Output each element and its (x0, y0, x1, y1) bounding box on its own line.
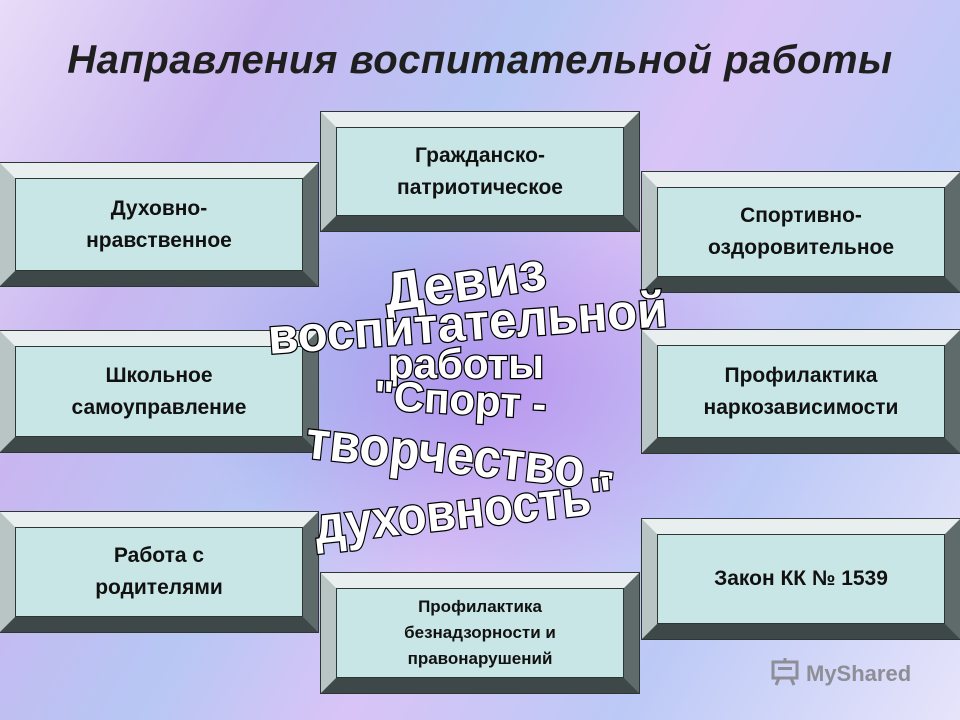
box-grazhdansko-label: Гражданско- патриотическое (397, 143, 563, 199)
box-profilaktika-beznadzornosti: Профилактика безнадзорности и правонаруш… (320, 572, 640, 694)
presentation-board-icon (770, 656, 806, 692)
bevel-frame (336, 588, 624, 678)
bevel-frame (336, 127, 624, 216)
bevel-frame (15, 178, 303, 271)
box-shkolnoe-samoupravlenie: Школьное самоуправление (0, 330, 319, 453)
bevel-frame (657, 345, 945, 438)
watermark-text: MyShared (806, 661, 912, 686)
bevel-frame (657, 187, 945, 277)
box-grazhdansko-patrioticheskoe: Гражданско- патриотическое (320, 111, 640, 232)
page-title: Направления воспитательной работы (67, 38, 893, 82)
motto-line-1: Девиз (380, 241, 549, 323)
box-dukhovno-nravstvennoe: Духовно- нравственное (0, 162, 319, 287)
box-roditeli-label: Работа с родителями (95, 544, 223, 599)
motto-line-4: "Спорт - (373, 372, 548, 428)
box-zakon-kk: Закон КК № 1539 (641, 518, 960, 640)
bevel-frame (15, 527, 303, 617)
bevel-frame (15, 346, 303, 437)
motto-line-5: творчество - (303, 410, 618, 502)
box-zakon-label: Закон КК № 1539 (714, 567, 888, 590)
watermark: MyShared (770, 656, 911, 692)
box-sportivno-ozdorovitelnoe: Спортивно- оздоровительное (641, 171, 960, 293)
motto-line-2: воспитательной (266, 281, 669, 365)
box-sportivno-label: Спортивно- оздоровительное (707, 204, 895, 259)
box-rabota-s-roditelyami: Работа с родителями (0, 511, 319, 633)
box-beznadzor-label: Профилактика безнадзорности и правонаруш… (404, 597, 556, 668)
motto-line-3: работы (388, 340, 544, 387)
motto-line-6: духовность" (312, 466, 616, 555)
box-dukhovno-label: Духовно- нравственное (86, 196, 232, 252)
box-narko-label: Профилактика наркозависимости (703, 363, 899, 419)
box-shkolnoe-label: Школьное самоуправление (71, 363, 247, 419)
box-profilaktika-narkozavisimosti: Профилактика наркозависимости (641, 329, 960, 454)
bevel-frame (657, 534, 945, 624)
